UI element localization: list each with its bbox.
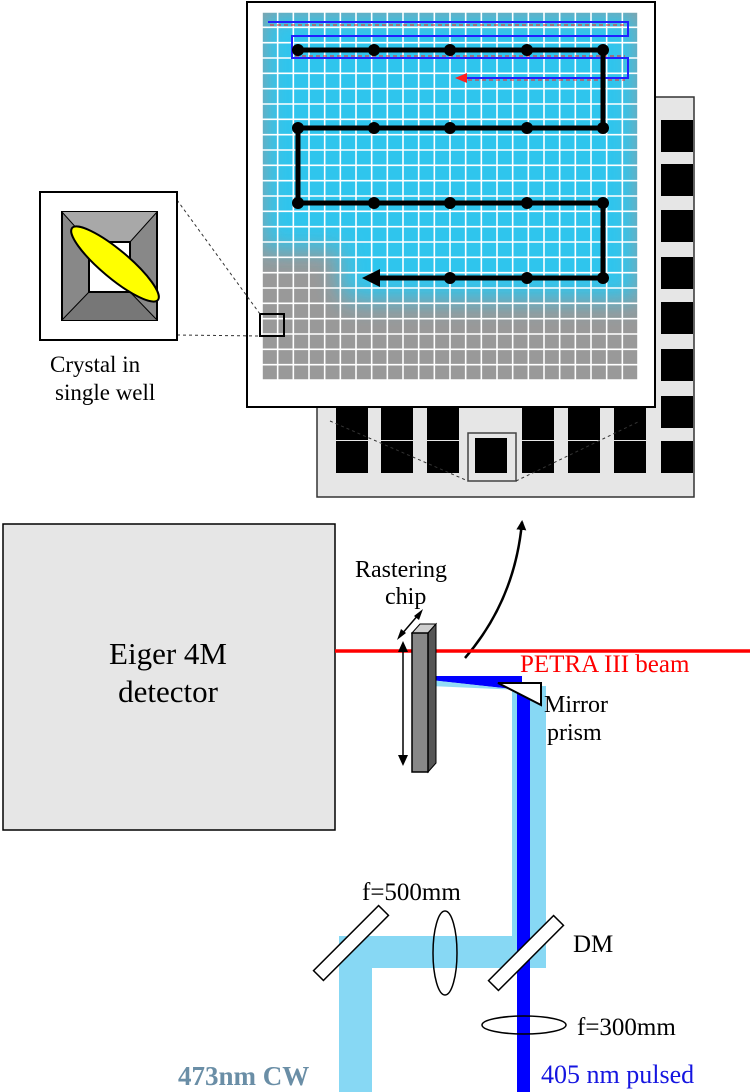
raster-node [444,122,456,134]
lens-500mm-label: f=500mm [362,879,461,906]
crystal [70,225,160,303]
black-well [522,441,554,473]
black-well [661,210,693,242]
black-well [614,441,646,473]
lens-300mm-label: f=300mm [577,1014,676,1041]
black-well [475,438,507,470]
mirror-prism-label-line1: Mirror [544,692,608,718]
black-well [427,441,459,473]
black-well [568,441,600,473]
detector-label-line2: detector [118,674,219,709]
raster-track-top-red [270,24,625,81]
black-well [661,302,693,334]
cw-mirror [312,904,390,982]
laser-pulsed-label: 405 nm pulsed [541,1060,694,1089]
black-well [661,441,693,473]
detector [2,523,336,831]
laser-pulsed-path [430,676,530,1092]
black-well [427,408,459,440]
dm-label: DM [573,931,613,958]
beam-label: PETRA III beam [520,651,690,678]
raster-node [521,122,533,134]
black-well [661,396,693,428]
raster-node [368,122,380,134]
mirror-prism [497,682,542,707]
zoom-line-back-left [329,420,469,482]
dichroic-mirror [487,914,565,992]
black-well [661,164,693,196]
chip-front-panel [246,1,656,408]
selected-well [259,313,285,337]
zoom-line-back-right [515,420,641,482]
raster-path [295,47,606,281]
raster-node [292,122,304,134]
lens-300mm [481,1015,567,1035]
black-well [522,408,554,440]
raster-node [521,44,533,56]
lens-500mm [432,910,458,996]
black-well [381,408,413,440]
crystal-inset [39,191,178,341]
crystal-label-line2: single well [55,380,155,405]
black-well [568,408,600,440]
grid-lines [261,11,639,381]
raster-node [292,197,304,209]
black-well [661,349,693,381]
rastering-chip [397,609,438,774]
zoom-line-inset-bottom [176,334,261,337]
black-well [661,120,693,152]
mirror-prism-label-line2: prism [547,720,602,746]
black-wells [336,120,693,473]
black-well [381,441,413,473]
raster-node [597,44,609,56]
raster-node [444,272,456,284]
black-well [614,408,646,440]
laser-cw-label: 473nm CW [178,1061,309,1091]
raster-node [368,44,380,56]
raster-track-top [268,21,629,79]
rastering-chip-label-line2: chip [385,584,426,610]
raster-node [444,197,456,209]
back-well-highlight [467,432,517,482]
raster-arrow-head [362,269,380,287]
raster-node [521,272,533,284]
raster-node [368,197,380,209]
black-well [336,408,368,440]
raster-dots [292,44,609,284]
raster-node [292,44,304,56]
black-well [661,257,693,289]
detector-label-line1: Eiger 4M [109,636,227,671]
rastering-chip-label-line1: Rastering [355,557,447,583]
motion-arrow [464,520,527,659]
raster-node [597,272,609,284]
raster-node [597,122,609,134]
crystal-label-line1: Crystal in [50,352,141,377]
raster-node [521,197,533,209]
raster-arrow-small [455,73,467,83]
black-well [336,441,368,473]
raster-node [444,44,456,56]
raster-node [597,197,609,209]
